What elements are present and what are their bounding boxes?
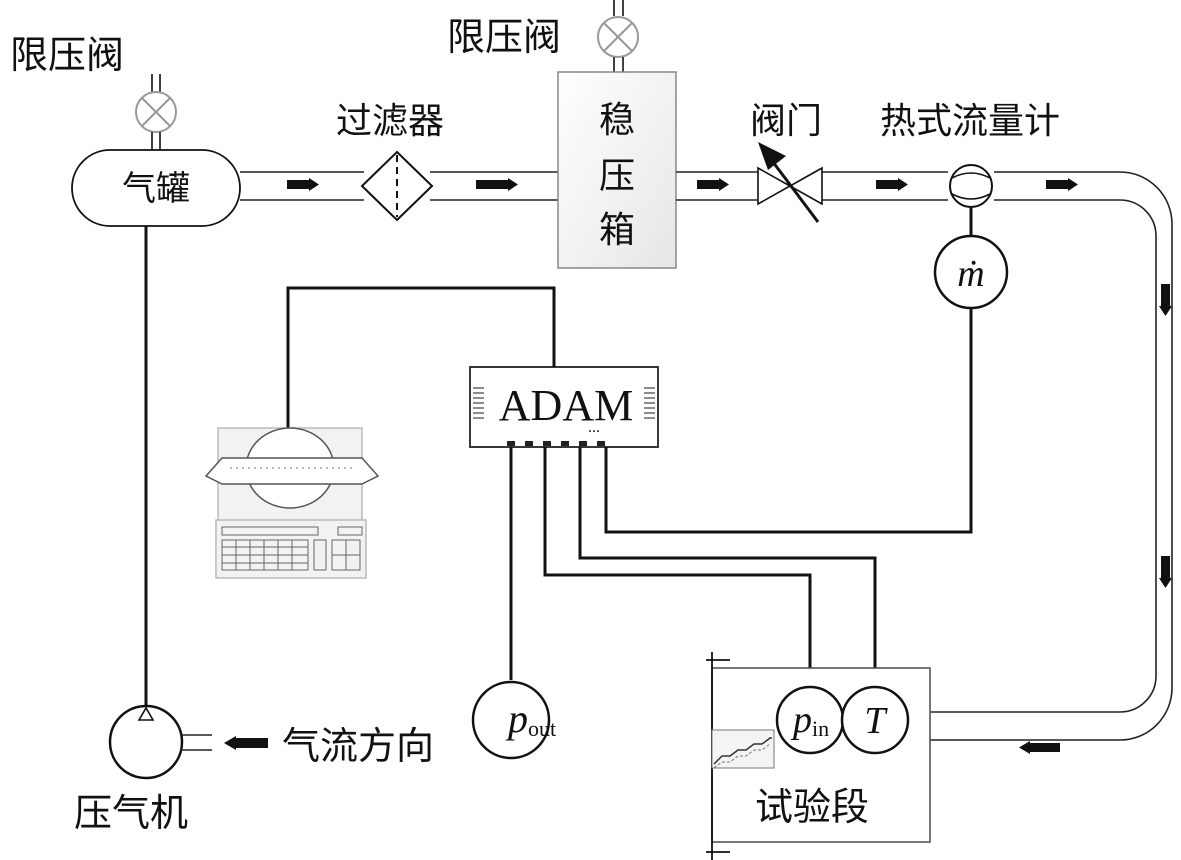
pressure-outlet-sensor: pout: [471, 680, 556, 760]
pipe-top-left: [240, 171, 558, 201]
valve-label: 阀门: [750, 101, 822, 142]
relief-valve-top-label: 限压阀: [447, 15, 561, 59]
relief-valve-top-icon: [597, 0, 639, 72]
temperature-label: T: [864, 700, 888, 742]
stabilizer-char: 压: [599, 156, 635, 197]
mass-flow-sensor: ṁ: [933, 234, 1009, 310]
pressure-stabilizer-box: 稳 压 箱: [557, 71, 677, 269]
pipe-top-right: [676, 171, 1120, 201]
relief-valve-left-label: 限压阀: [10, 33, 124, 77]
flow-arrow-icon: [287, 178, 319, 191]
computer-icon: [204, 427, 380, 579]
flow-arrow-down-icon: [1159, 556, 1172, 588]
airflow-direction-label: 气流方向: [282, 724, 434, 768]
filter-icon: [360, 150, 434, 222]
adam-ports-label: ...: [588, 419, 600, 436]
adam-label: ADAM: [499, 381, 633, 430]
stabilizer-char: 箱: [599, 210, 635, 251]
stabilizer-char: 稳: [599, 100, 635, 141]
flow-arrow-down-icon: [1159, 284, 1172, 316]
flow-arrow-left-icon: [1019, 741, 1060, 754]
temperature-sensor: T: [840, 685, 910, 755]
mass-flow-symbol: ṁ: [957, 253, 984, 295]
filter-label: 过滤器: [336, 101, 444, 142]
flow-arrow-icon: [1046, 178, 1078, 191]
test-section-label: 试验段: [755, 785, 869, 829]
flow-arrow-icon: [476, 178, 518, 191]
return-pipe: [930, 171, 1173, 741]
gas-tank: 气罐: [71, 149, 241, 227]
signal-wires: [144, 226, 973, 708]
p-in-label: pin: [790, 699, 829, 741]
flow-arrow-icon: [697, 178, 729, 191]
throttle-valve-icon: [757, 142, 823, 223]
flow-arrow-icon: [876, 178, 908, 191]
compressor-label: 压气机: [74, 791, 188, 835]
test-section: 试验段: [706, 652, 931, 860]
flow-arrow-left-icon: [224, 736, 268, 750]
flowmeter-label: 热式流量计: [880, 101, 1060, 142]
gas-tank-label: 气罐: [122, 169, 190, 209]
compressor-icon: [108, 704, 212, 780]
adam-daq-module: ADAM ...: [469, 366, 659, 448]
pressure-inlet-sensor: pin: [775, 685, 845, 755]
thermal-flowmeter-icon: [949, 164, 993, 236]
p-out-label: pout: [505, 696, 556, 741]
relief-valve-left-icon: [135, 74, 177, 150]
